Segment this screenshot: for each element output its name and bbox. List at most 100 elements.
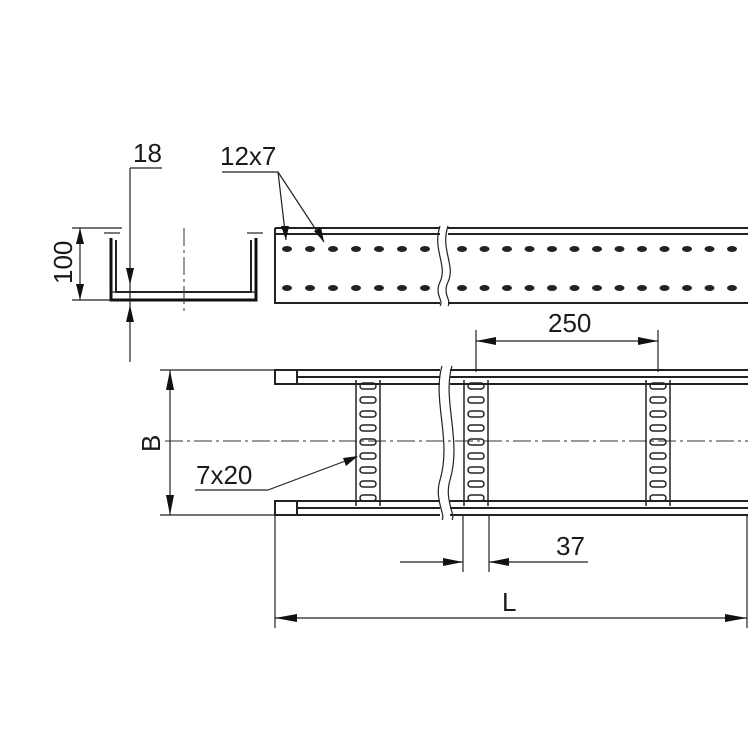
side-rail-break-line — [437, 225, 443, 307]
slot-hole — [479, 246, 490, 252]
rung-slot — [467, 494, 485, 502]
rung-slot — [649, 424, 667, 432]
slot-hole — [305, 246, 315, 252]
slot-hole — [282, 246, 292, 252]
rung-slot — [359, 424, 377, 432]
slot-hole — [305, 285, 315, 291]
side-rail-left-part — [274, 227, 440, 304]
top-rail-end-cap — [274, 369, 298, 385]
slot-hole — [328, 285, 338, 291]
slot-hole — [502, 285, 512, 291]
slot-hole — [592, 246, 602, 252]
slot-hole — [524, 285, 535, 291]
rung-slot — [359, 494, 377, 502]
flange-width-label: 18 — [133, 138, 162, 168]
flange-width-dimension: 18 — [126, 138, 162, 362]
rung — [463, 380, 489, 506]
slot-hole — [547, 285, 557, 291]
slot-hole — [614, 246, 625, 252]
dim-l-arrow-right — [725, 614, 747, 622]
width-dimension: B — [136, 369, 275, 516]
slot-hole — [637, 285, 647, 291]
length-dimension: L — [274, 515, 748, 628]
hole-size-label: 12x7 — [220, 141, 276, 171]
rung-slot — [467, 410, 485, 418]
slot-hole — [547, 246, 557, 252]
slot-hole — [457, 246, 467, 252]
dim-b-arrow-top — [166, 370, 174, 390]
rung-slot — [649, 382, 667, 390]
slot-hole — [457, 285, 467, 291]
rung-slot — [359, 480, 377, 488]
rung-slot — [649, 494, 667, 502]
rung-slot — [359, 452, 377, 460]
rung-slot — [467, 452, 485, 460]
rung-slot — [649, 452, 667, 460]
rung-slot — [467, 480, 485, 488]
hole-row-lower — [282, 285, 737, 291]
rung-slot — [359, 382, 377, 390]
side-rail-right-part — [448, 227, 748, 304]
cross-section-view — [104, 228, 263, 315]
rung-slot — [649, 410, 667, 418]
rung-slot — [467, 424, 485, 432]
hole-leader-arrow-2 — [314, 227, 324, 242]
slot-hole — [682, 285, 692, 291]
slot-hole — [351, 285, 361, 291]
height-dimension: 100 — [48, 227, 122, 301]
slot-hole — [659, 246, 670, 252]
slot-hole — [397, 285, 407, 291]
slot-hole — [614, 285, 625, 291]
slot-hole — [682, 246, 692, 252]
rung-width-label: 37 — [556, 531, 585, 561]
slot-hole — [704, 246, 715, 252]
dim-18-arrow-bottom — [126, 305, 134, 322]
slot-hole — [502, 246, 512, 252]
slot-leader-arrow — [343, 456, 358, 466]
rung-slot — [467, 382, 485, 390]
rung-slot — [649, 438, 667, 446]
slot-hole — [479, 285, 490, 291]
top-rail-right — [450, 369, 748, 385]
rung-slot — [359, 466, 377, 474]
dim-250-arrow-right — [638, 337, 658, 345]
slot-hole — [569, 285, 580, 291]
slot-hole — [328, 246, 338, 252]
hole-leader-arrow-1 — [281, 226, 289, 240]
length-label: L — [502, 587, 516, 617]
bottom-rail-end-cap — [274, 500, 298, 516]
dim-250-arrow-left — [476, 337, 496, 345]
slot-leader — [267, 456, 357, 491]
width-label: B — [136, 435, 166, 452]
dim-100-arrow-bottom — [76, 284, 84, 300]
slot-size-callout: 7x20 — [195, 456, 358, 491]
slot-hole — [704, 285, 715, 291]
slot-size-label: 7x20 — [196, 460, 252, 490]
side-rail-break-line-2 — [445, 225, 451, 307]
dim-l-arrow-left — [275, 614, 297, 622]
plan-break-line — [437, 365, 445, 521]
slot-hole — [351, 246, 361, 252]
rung-slot — [467, 466, 485, 474]
rung-slot — [359, 438, 377, 446]
slot-hole — [659, 285, 670, 291]
slot-hole — [420, 285, 430, 291]
height-label: 100 — [48, 241, 78, 284]
dim-100-arrow-top — [76, 228, 84, 244]
slot-hole — [592, 285, 602, 291]
rungs-group — [355, 380, 671, 506]
rung-pitch-label: 250 — [548, 308, 591, 338]
hole-size-callout: 12x7 — [220, 141, 325, 243]
top-rail-left — [297, 369, 440, 385]
slot-hole — [374, 246, 384, 252]
bottom-rail-right — [450, 500, 748, 516]
slot-hole — [420, 246, 430, 252]
side-rail-view — [274, 225, 748, 307]
dim-18-arrow-top — [126, 268, 134, 285]
bottom-rail-left — [297, 500, 440, 516]
plan-break-line-2 — [447, 365, 455, 521]
dim-37-arrow-right — [489, 558, 509, 566]
rung-slot — [467, 438, 485, 446]
slot-hole — [727, 285, 737, 291]
rung-slot — [649, 480, 667, 488]
